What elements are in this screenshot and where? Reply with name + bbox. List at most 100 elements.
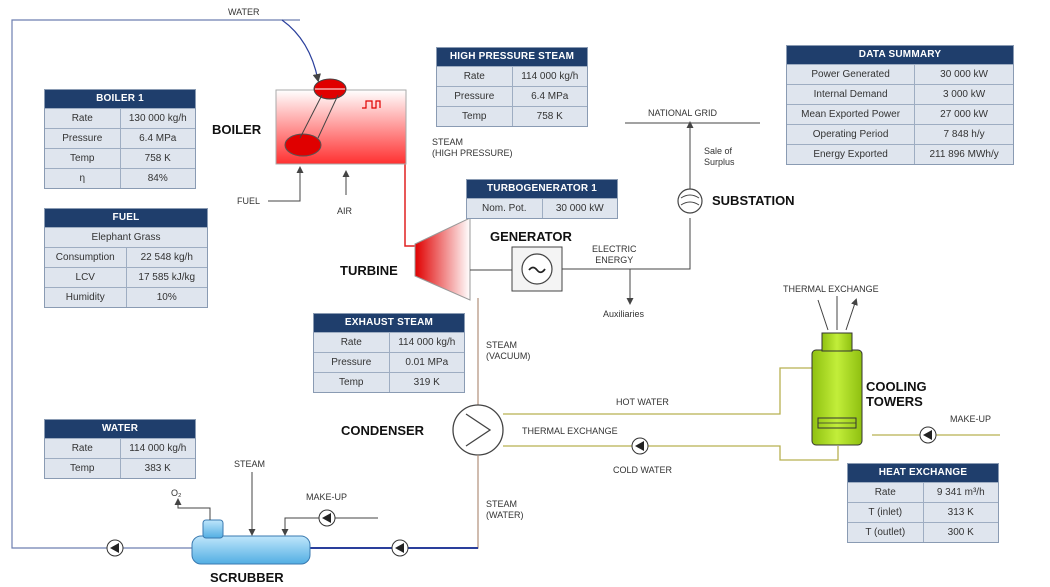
table-title: WATER xyxy=(45,420,195,438)
cell: Temp xyxy=(462,111,487,122)
steam-vacuum-line2: (VACUUM) xyxy=(486,351,531,361)
table-row: Energy Exported 211 896 MWh/y xyxy=(787,144,1013,164)
cooling-line2: TOWERS xyxy=(866,394,923,409)
cell: T (outlet) xyxy=(865,527,906,538)
cell: 383 K xyxy=(119,459,196,478)
cell: 3 000 kW xyxy=(914,85,1013,104)
substation-symbol xyxy=(677,188,703,214)
cell: Rate xyxy=(71,113,93,124)
table-title: DATA SUMMARY xyxy=(787,46,1013,64)
table-row: Internal Demand 3 000 kW xyxy=(787,84,1013,104)
cooling-tower xyxy=(811,349,863,446)
cell: Temp xyxy=(70,153,95,164)
steam-vacuum-label: STEAM (VACUUM) xyxy=(486,340,530,362)
cell: 30 000 kW xyxy=(541,199,618,218)
table-row: Nom. Pot.30 000 kW xyxy=(467,198,617,218)
water-top-label: WATER xyxy=(228,7,260,17)
cell: Operating Period xyxy=(812,129,889,140)
cell: 313 K xyxy=(922,503,999,522)
scrubber-steam-label: STEAM xyxy=(234,459,266,469)
cold-water-line xyxy=(503,445,839,461)
cell: 319 K xyxy=(388,373,465,392)
table-row: T (inlet) 313 K xyxy=(848,502,998,522)
turbine-shape xyxy=(414,217,471,301)
cell: 211 896 MWh/y xyxy=(914,145,1013,164)
condenser-label: CONDENSER xyxy=(341,423,425,438)
scrubber-label: SCRUBBER xyxy=(210,570,284,585)
cell: Rate xyxy=(71,443,93,454)
table-row: η 84% xyxy=(45,168,195,188)
table-row: Rate 114 000 kg/h xyxy=(437,66,587,86)
sale-surplus-label: Sale of Surplus xyxy=(704,146,735,168)
sale-line1: Sale of xyxy=(704,146,733,156)
cell: 10% xyxy=(125,288,208,307)
makeup-left-label: MAKE-UP xyxy=(306,492,348,502)
cell: 114 000 kg/h xyxy=(119,439,196,458)
steam-vacuum-line1: STEAM xyxy=(486,340,518,350)
cell: Pressure xyxy=(331,357,372,368)
table-row: T (outlet) 300 K xyxy=(848,522,998,542)
makeup-left-line xyxy=(281,517,378,536)
table-title: TURBOGENERATOR 1 xyxy=(467,180,617,198)
hot-water-line xyxy=(503,367,812,415)
table-row: Rate 114 000 kg/h xyxy=(45,438,195,458)
auxiliaries-label: Auxiliaries xyxy=(603,309,645,319)
cooling-line1: COOLING xyxy=(866,379,927,394)
cell: 6.4 MPa xyxy=(511,87,588,106)
steam-water-label: STEAM (WATER) xyxy=(486,499,524,521)
electric-line xyxy=(562,218,691,270)
cell: Rate xyxy=(463,71,485,82)
steam-hp-label: STEAM (HIGH PRESSURE) xyxy=(432,137,513,159)
thermal-exchange-top-label: THERMAL EXCHANGE xyxy=(783,284,879,294)
thermal-exchange-mid-label: THERMAL EXCHANGE xyxy=(522,426,618,436)
table-row: Pressure 6.4 MPa xyxy=(45,128,195,148)
makeup-right-label: MAKE-UP xyxy=(950,414,992,424)
sale-line2: Surplus xyxy=(704,157,735,167)
table-title: HEAT EXCHANGE xyxy=(848,464,998,482)
air-label: AIR xyxy=(337,206,353,216)
water-to-boiler-line xyxy=(281,19,321,83)
cooling-towers-label: COOLING TOWERS xyxy=(866,379,927,409)
steam-water-line2: (WATER) xyxy=(486,510,524,520)
steam-water-line1: STEAM xyxy=(486,499,518,509)
table-title: FUEL xyxy=(45,209,207,227)
cell: 6.4 MPa xyxy=(119,129,196,148)
cell: Rate xyxy=(874,487,896,498)
cell: 22 548 kg/h xyxy=(125,248,208,267)
cold-water-label: COLD WATER xyxy=(613,465,673,475)
turbine-label: TURBINE xyxy=(340,263,398,278)
steam-hp-line2: (HIGH PRESSURE) xyxy=(432,148,513,158)
cell: Power Generated xyxy=(811,69,890,80)
cell: 114 000 kg/h xyxy=(511,67,588,86)
cell: Pressure xyxy=(62,133,103,144)
cell: 300 K xyxy=(922,523,999,542)
electric-energy-label: ELECTRIC ENERGY xyxy=(592,244,637,266)
cell: T (inlet) xyxy=(868,507,903,518)
substation-label: SUBSTATION xyxy=(712,193,795,208)
cell: Internal Demand xyxy=(813,89,888,100)
cell: Energy Exported xyxy=(813,149,888,160)
cell: 84% xyxy=(119,169,196,188)
cell: η xyxy=(79,173,86,184)
boiler-label: BOILER xyxy=(212,122,262,137)
scrubber-body xyxy=(191,535,311,565)
condenser-symbol xyxy=(452,404,504,456)
table-title: EXHAUST STEAM xyxy=(314,314,464,332)
